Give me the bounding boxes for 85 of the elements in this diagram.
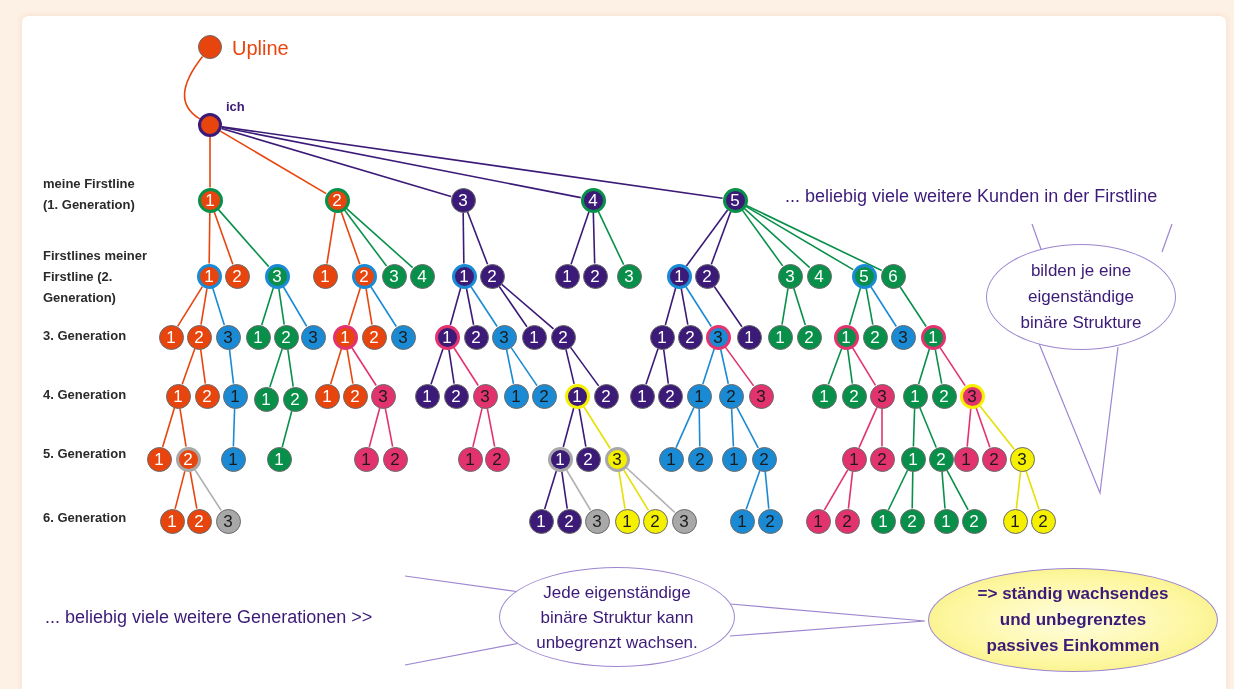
- connector-line: [346, 348, 354, 385]
- connector-line: [975, 407, 991, 448]
- connector-line: [183, 55, 204, 120]
- connector-line: [569, 346, 600, 387]
- connector-line: [161, 407, 176, 448]
- connector-line: [472, 407, 483, 448]
- connector-line: [465, 287, 475, 326]
- connector-line: [505, 348, 515, 385]
- connector-line: [281, 410, 293, 448]
- connector-line: [823, 469, 849, 511]
- connector-line: [211, 287, 226, 326]
- name-label: ich: [226, 98, 245, 116]
- connector-line: [448, 348, 455, 385]
- connector-line: [680, 287, 689, 326]
- generation-label: Firstlines meiner Firstline (2. Generation): [43, 247, 149, 307]
- generation-label: 3. Generation: [43, 327, 127, 345]
- note-text: ... beliebig viele weitere Generationen >>: [45, 606, 373, 629]
- connector-line: [384, 407, 394, 448]
- connector-line: [213, 211, 234, 266]
- connector-line: [847, 470, 854, 510]
- connector-line: [698, 407, 701, 448]
- connector-line: [340, 211, 361, 266]
- connector-line: [220, 127, 452, 198]
- generation-label: meine Firstline (1. Generation): [43, 175, 136, 214]
- connector-line: [941, 470, 946, 510]
- connector-line: [764, 470, 770, 510]
- connector-line: [287, 348, 294, 388]
- connector-line: [498, 285, 528, 328]
- connector-line: [966, 407, 972, 448]
- connector-line: [578, 407, 587, 448]
- connector-line: [561, 470, 568, 510]
- connector-line: [462, 211, 465, 265]
- connector-line: [917, 348, 931, 385]
- connector-line: [221, 126, 582, 199]
- connector-line: [730, 407, 735, 448]
- connector-line: [430, 348, 444, 385]
- connector-line: [1025, 470, 1040, 510]
- connector-line: [664, 287, 677, 326]
- connector-line: [329, 348, 343, 385]
- connector-line: [911, 470, 914, 510]
- connector-line: [278, 287, 285, 326]
- generation-label: 4. Generation: [43, 386, 127, 404]
- name-label: Upline: [232, 36, 289, 61]
- connector-line: [562, 407, 575, 448]
- connector-line: [174, 470, 186, 510]
- connector-line: [368, 407, 381, 448]
- connector-line: [865, 287, 874, 326]
- connector-line: [179, 407, 187, 448]
- connector-line: [618, 470, 626, 510]
- connector-line: [934, 348, 943, 385]
- connector-line: [912, 407, 916, 448]
- connector-line: [347, 287, 362, 326]
- connector-line: [228, 348, 235, 385]
- connector-line: [221, 125, 724, 200]
- connector-line: [199, 348, 207, 385]
- connector-line: [565, 348, 575, 385]
- connector-line: [189, 470, 198, 510]
- connector-line: [200, 287, 208, 326]
- connector-line: [702, 348, 715, 385]
- connector-line: [719, 348, 730, 385]
- connector-line: [269, 348, 283, 388]
- connector-line: [326, 211, 336, 265]
- connector-line: [232, 407, 236, 448]
- connector-line: [592, 211, 596, 265]
- connector-line: [570, 211, 590, 265]
- connector-line: [208, 211, 211, 265]
- connector-line: [792, 287, 807, 326]
- connector-line: [713, 285, 743, 328]
- connector-line: [500, 283, 555, 330]
- connector-line: [781, 287, 789, 326]
- connector-line: [449, 287, 462, 326]
- connector-line: [662, 348, 670, 385]
- note-text: ... beliebig viele weitere Kunden in der Firstline: [785, 185, 1158, 208]
- connector-line: [1015, 470, 1022, 510]
- connector-line: [209, 136, 211, 189]
- generation-label: 6. Generation: [43, 509, 127, 527]
- connector-line: [846, 348, 854, 385]
- connector-line: [260, 287, 275, 326]
- connector-line: [486, 407, 496, 448]
- connector-line: [645, 348, 659, 385]
- connector-line: [881, 407, 883, 448]
- generation-label: 5. Generation: [43, 445, 127, 463]
- connector-line: [848, 287, 862, 326]
- connector-line: [365, 287, 373, 326]
- connector-line: [543, 470, 558, 510]
